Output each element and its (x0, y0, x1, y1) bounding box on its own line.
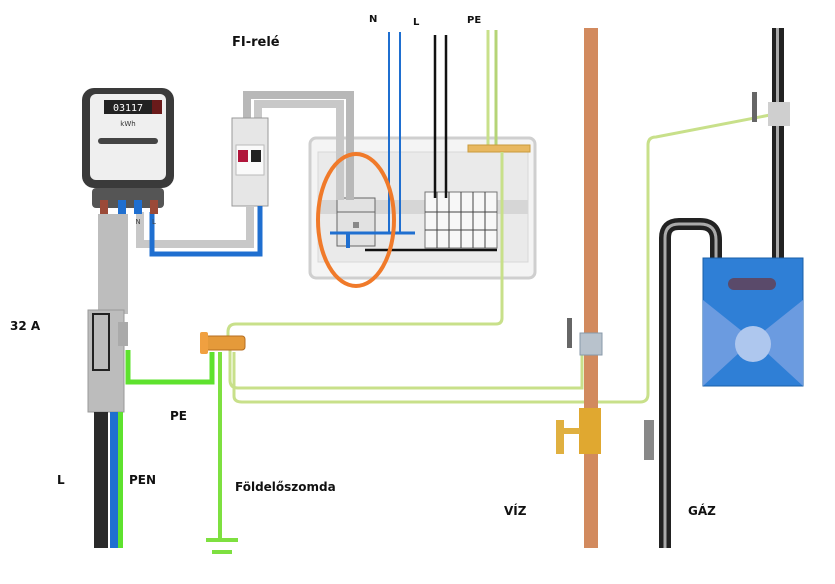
bonding-clamp (200, 332, 246, 354)
earth-electrode (206, 352, 238, 554)
label-gaz: GÁZ (688, 503, 716, 518)
top-feed-wires (388, 30, 498, 232)
label-pe: PE (170, 409, 187, 423)
meter-terminal-n2: N (135, 218, 140, 226)
fi-relay-board-unit (336, 197, 376, 247)
electricity-meter: 03117 kWh L N N L (82, 88, 174, 226)
label-pen: PEN (129, 473, 156, 487)
supply-pen-cable-blue (110, 412, 118, 548)
label-n: N (369, 14, 377, 25)
label-l: L (57, 473, 65, 487)
gas-installation (644, 28, 804, 548)
label-32a: 32 A (10, 319, 41, 333)
supply-l-cable (94, 412, 108, 548)
label-fi-rele: FI-relé (232, 35, 280, 50)
label-pe-top: PE (467, 15, 481, 26)
label-l-top: L (413, 17, 420, 28)
water-pipe (556, 28, 603, 548)
meter-terminal-l2: L (152, 218, 156, 226)
meter-reading: 03117 (113, 103, 143, 114)
label-viz: VÍZ (504, 503, 527, 518)
supply-pen-cable-green (118, 412, 123, 548)
pe-busbar (467, 144, 531, 153)
label-foldeloszomda: Földelőszomda (235, 480, 336, 494)
highlight-ellipse (316, 152, 396, 288)
fi-rele-device (231, 117, 269, 207)
circuit-breakers (424, 191, 498, 249)
meter-unit: kWh (120, 120, 135, 128)
main-fuse (87, 309, 128, 413)
equipotential-bonding-wires (226, 113, 771, 404)
